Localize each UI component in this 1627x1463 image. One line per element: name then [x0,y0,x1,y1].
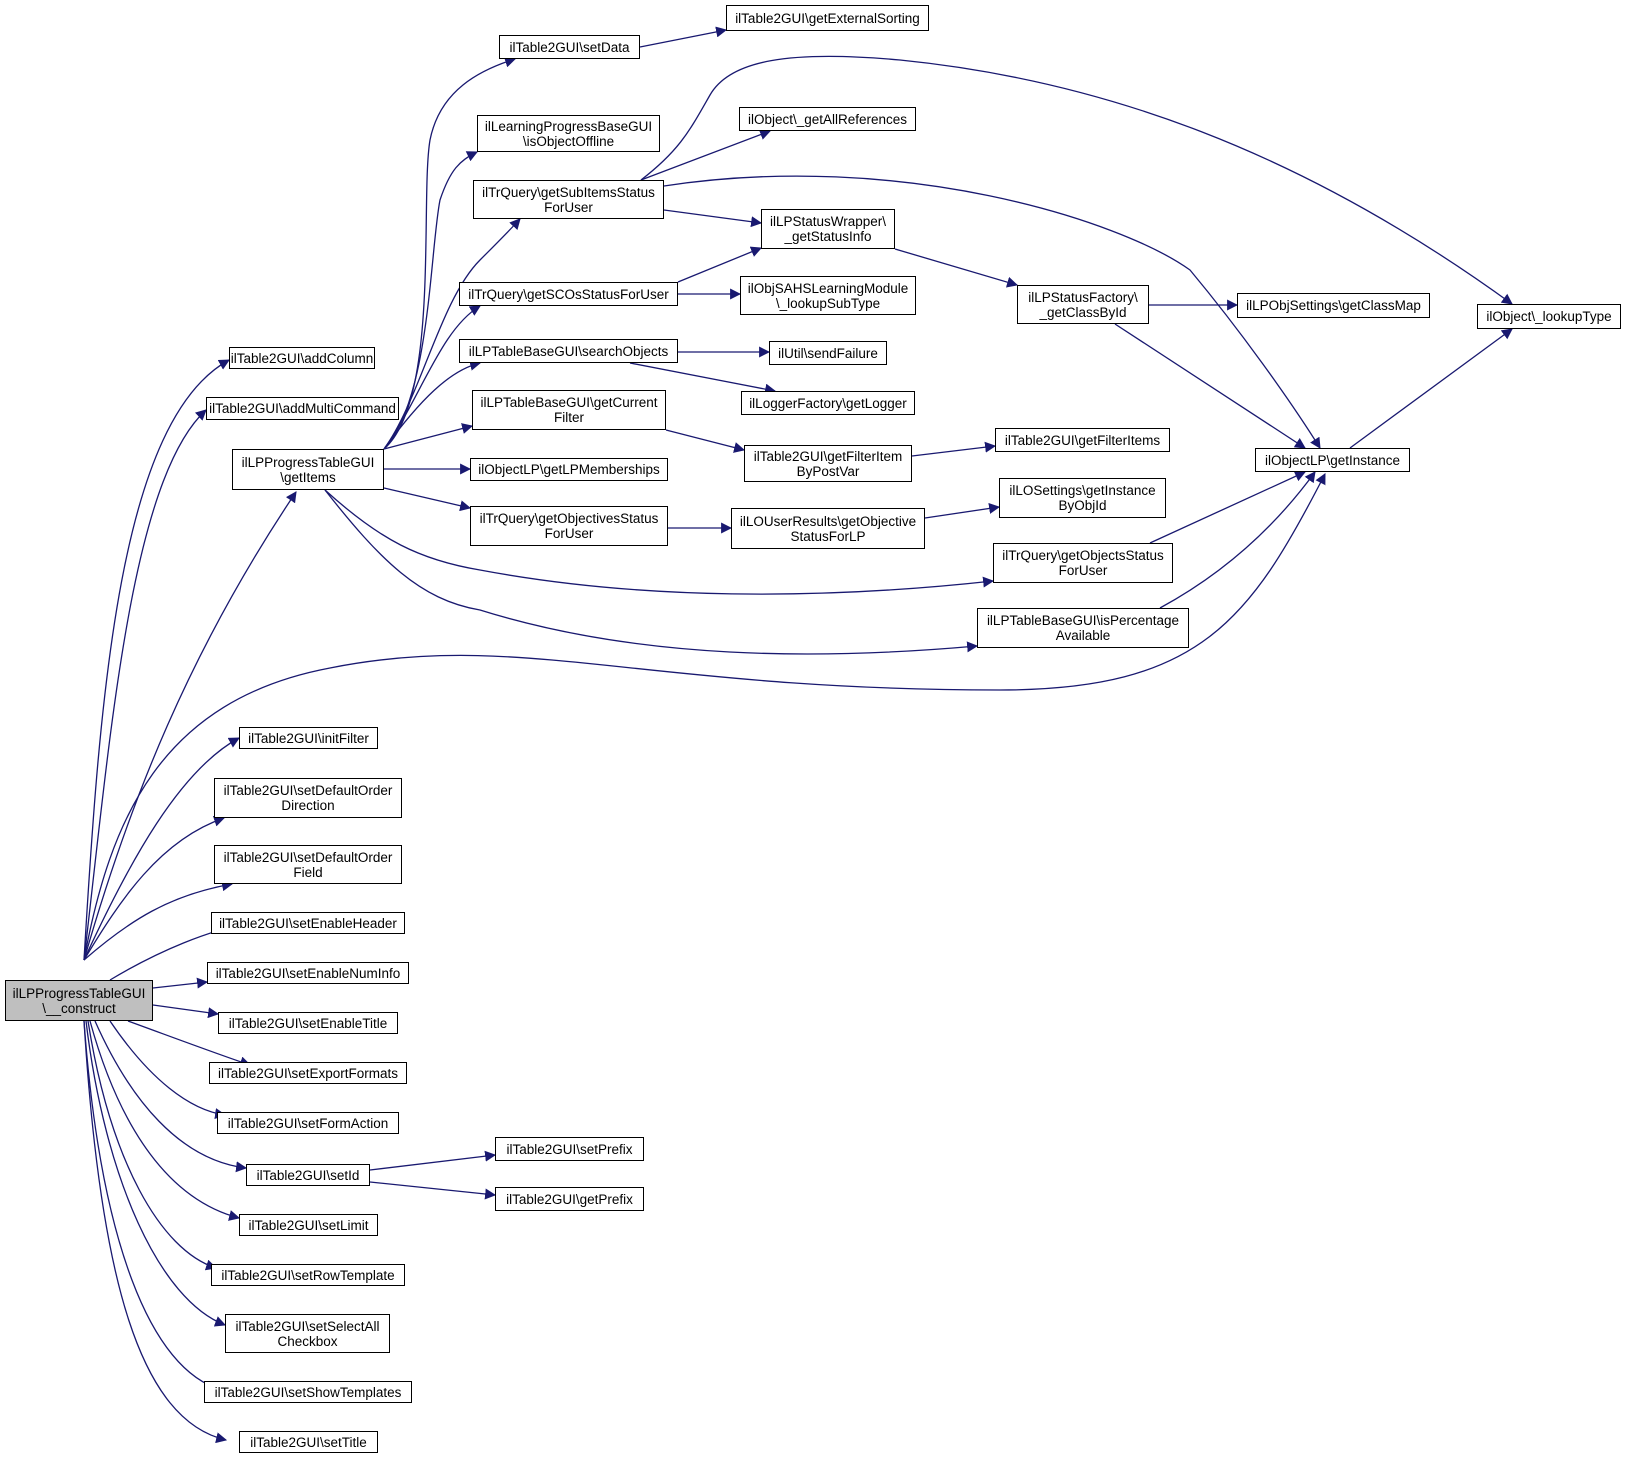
edge-getSubItemsStatusForUser-to-getStatusInfo [663,209,763,228]
edge-root-to-setEnableTitle [152,1004,220,1019]
node-get-prefix[interactable]: ilTable2GUI\getPrefix [495,1187,644,1211]
edge-root-to-addMultiCommand [83,409,207,961]
node-is-percentage-available[interactable]: ilLPTableBaseGUI\isPercentage Available [977,608,1189,648]
edge-getClassById-to-getInstance [1114,323,1306,449]
edge-root-to-setId [94,1020,248,1173]
node-add-column[interactable]: ilTable2GUI\addColumn [229,347,375,369]
node-set-default-order-field[interactable]: ilTable2GUI\setDefaultOrder Field [214,845,402,884]
node-get-current-filter[interactable]: ilLPTableBaseGUI\getCurrent Filter [472,390,666,430]
edge-searchObjects-to-getLogger [629,362,777,395]
node-set-enable-num-info[interactable]: ilTable2GUI\setEnableNumInfo [207,962,409,984]
edge-getSubItemsStatusForUser-to-getAllReferences [640,129,772,181]
node-get-s-c-os-status-for-user[interactable]: ilTrQuery\getSCOsStatusForUser [459,282,678,306]
node-set-row-template[interactable]: ilTable2GUI\setRowTemplate [211,1264,405,1286]
edge-root-to-setDefaultOrderField [83,880,234,961]
edge-root-to-getInstance [83,473,1326,961]
node-lookup-type[interactable]: ilObject\_lookupType [1477,304,1621,329]
node-get-class-by-id[interactable]: ilLPStatusFactory\ _getClassById [1017,285,1149,324]
edge-getItems-to-getObjectsStatusForUser [324,489,995,595]
edge-root-to-setTitle [83,1020,228,1444]
edge-root-to-setSelectAllCheckbox [85,1020,227,1327]
edge-getStatusInfo-to-getClassById [894,248,1019,288]
edge-root-to-getItems [83,491,297,961]
edge-getItems-to-isPercentageAvailable [324,489,979,655]
edge-setId-to-getPrefix [369,1181,497,1200]
node-set-select-all-checkbox[interactable]: ilTable2GUI\setSelectAll Checkbox [225,1314,390,1353]
node-get-instance-by-obj-id[interactable]: ilLOSettings\getInstance ByObjId [999,478,1166,518]
edge-getItems-to-getSCOsStatusForUser [383,305,481,450]
node-get-sub-items-status-for-user[interactable]: ilTrQuery\getSubItemsStatus ForUser [473,180,664,219]
edge-root-to-initFilter [83,737,240,961]
edge-root-to-setFormAction [109,1020,227,1120]
node-set-title[interactable]: ilTable2GUI\setTitle [239,1431,378,1453]
node-set-enable-header[interactable]: ilTable2GUI\setEnableHeader [211,912,405,934]
edge-getObjectsStatusForUser-to-getInstance [1149,471,1307,544]
edge-root-to-setEnableNumInfo [152,977,209,989]
edge-root-to-addColumn [83,359,230,961]
edge-getSubItemsStatusForUser-to-getInstance [663,175,1321,449]
node-set-show-templates[interactable]: ilTable2GUI\setShowTemplates [204,1381,412,1403]
node-get-class-map[interactable]: ilLPObjSettings\getClassMap [1237,293,1430,318]
node-get-objects-status-for-user[interactable]: ilTrQuery\getObjectsStatus ForUser [993,543,1173,583]
node-set-limit[interactable]: ilTable2GUI\setLimit [239,1214,378,1236]
node-is-object-offline[interactable]: ilLearningProgressBaseGUI \isObjectOffli… [477,115,660,152]
node-get-objectives-status-for-user[interactable]: ilTrQuery\getObjectivesStatus ForUser [470,506,668,546]
edge-getSCOsStatusForUser-to-getStatusInfo [677,246,763,283]
edge-getItems-to-getCurrentFilter [383,423,474,450]
edge-setId-to-setPrefix [369,1150,497,1171]
node-set-default-order-direction[interactable]: ilTable2GUI\setDefaultOrder Direction [214,778,402,818]
node-get-status-info[interactable]: ilLPStatusWrapper\ _getStatusInfo [761,209,895,249]
node-get-l-p-memberships[interactable]: ilObjectLP\getLPMemberships [470,458,668,481]
node-get-external-sorting[interactable]: ilTable2GUI\getExternalSorting [726,5,929,31]
edge-getInstance-to-lookupType [1349,328,1513,449]
edge-getCurrentFilter-to-getFilterItemByPostVar [665,429,746,453]
edge-root-to-setRowTemplate [87,1020,218,1271]
node-set-form-action[interactable]: ilTable2GUI\setFormAction [217,1112,399,1134]
node-get-filter-item-by-post-var[interactable]: ilTable2GUI\getFilterItem ByPostVar [744,445,912,482]
node-set-id[interactable]: ilTable2GUI\setId [246,1164,370,1186]
node-root: ilLPProgressTableGUI \__construct [5,980,153,1021]
edge-root-to-setLimit [89,1020,241,1221]
node-get-objective-status-for-l-p[interactable]: ilLOUserResults\getObjective StatusForLP [731,508,925,549]
edge-isPercentageAvailable-to-getInstance [1159,471,1316,609]
edge-setData-to-getExternalSorting [639,26,728,48]
node-set-data[interactable]: ilTable2GUI\setData [499,35,640,59]
node-set-export-formats[interactable]: ilTable2GUI\setExportFormats [209,1062,407,1084]
node-set-enable-title[interactable]: ilTable2GUI\setEnableTitle [218,1012,398,1034]
edge-getItems-to-getObjectivesStatusForUser [383,487,472,512]
node-get-items[interactable]: ilLPProgressTableGUI \getItems [232,449,384,490]
node-get-filter-items[interactable]: ilTable2GUI\getFilterItems [995,428,1170,452]
node-get-all-references[interactable]: ilObject\_getAllReferences [739,107,916,131]
node-lookup-sub-type[interactable]: ilObjSAHSLearningModule \_lookupSubType [740,276,916,315]
node-search-objects[interactable]: ilLPTableBaseGUI\searchObjects [459,339,678,363]
node-add-multi-command[interactable]: ilTable2GUI\addMultiCommand [206,397,399,420]
edge-getSubItemsStatusForUser-to-lookupType [640,55,1513,305]
edge-root-to-setExportFormats [127,1020,252,1068]
edge-root-to-setShowTemplates [83,1020,224,1393]
node-init-filter[interactable]: ilTable2GUI\initFilter [239,727,378,749]
edge-getObjectiveStatusForLP-to-getInstanceByObjId [924,503,1001,519]
edge-getFilterItemByPostVar-to-getFilterItems [911,441,997,457]
edge-getItems-to-searchObjects [383,359,482,450]
node-get-logger[interactable]: ilLoggerFactory\getLogger [741,391,915,415]
node-set-prefix[interactable]: ilTable2GUI\setPrefix [495,1137,644,1161]
edge-getItems-to-isObjectOffline [383,151,478,450]
node-send-failure[interactable]: ilUtil\sendFailure [769,341,887,365]
node-get-instance[interactable]: ilObjectLP\getInstance [1255,448,1410,472]
edge-root-to-setDefaultOrderDirection [83,816,226,961]
